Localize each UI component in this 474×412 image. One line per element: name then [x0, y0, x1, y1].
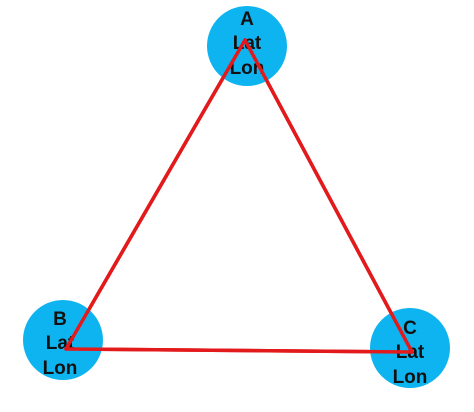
- node-a-name: A: [240, 9, 254, 30]
- node-b-lon: Lon: [43, 358, 78, 379]
- node-b-name: B: [53, 309, 67, 330]
- edges-layer: [64, 38, 414, 354]
- edge-c-a-overlay: [243, 38, 414, 354]
- edge-a-b-overlay: [64, 38, 247, 351]
- edges-overlay: [64, 38, 414, 354]
- node-b[interactable]: B Lat Lon: [23, 300, 103, 380]
- node-c-name: C: [403, 318, 417, 339]
- node-c-lon: Lon: [393, 367, 428, 388]
- edge-b-c-overlay: [64, 347, 414, 354]
